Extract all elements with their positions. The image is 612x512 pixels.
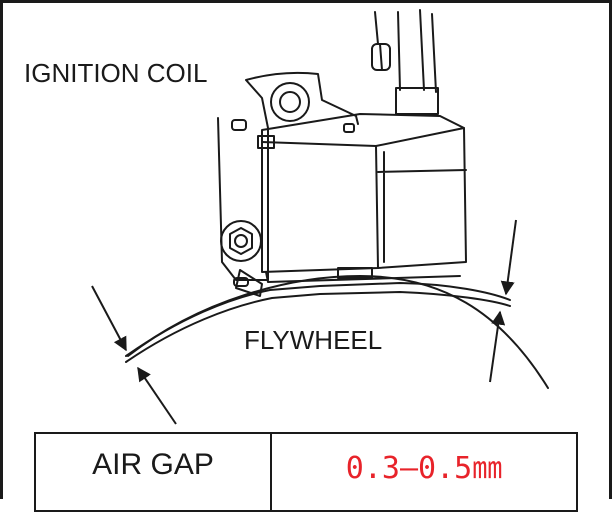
lower-bolt-center — [234, 234, 248, 248]
flywheel-label: FLYWHEEL — [244, 325, 383, 355]
air-gap-spec-table: AIR GAP 0.3—0.5㎜ — [34, 432, 578, 512]
air-gap-name-cell: AIR GAP — [36, 434, 272, 510]
coil-top-edge — [375, 127, 465, 147]
coil-wire-4 — [431, 13, 437, 93]
upper-bolt-head — [279, 91, 301, 113]
gap-arrow-left-top — [91, 285, 127, 352]
bracket-slot-1 — [231, 119, 247, 131]
coil-side-detail — [377, 151, 467, 263]
coil-wire-3 — [419, 9, 425, 91]
coil-front-face — [261, 141, 379, 269]
coil-tab — [257, 135, 275, 149]
upper-bolt — [270, 82, 310, 122]
coil-lower-edge — [265, 271, 461, 283]
mounting-bracket — [217, 71, 359, 281]
coil-foot — [337, 267, 373, 279]
ignition-coil-diagram — [0, 0, 612, 499]
bracket-slot-2 — [233, 277, 249, 287]
coil-body — [261, 113, 467, 273]
coil-wire-2 — [397, 11, 401, 91]
figure-frame — [0, 0, 612, 499]
lower-bolt-hex — [229, 227, 253, 255]
coil-terminal — [343, 123, 355, 133]
gap-arrow-left-bottom — [137, 366, 177, 425]
coil-wire-1 — [374, 11, 383, 71]
flywheel-magnet — [125, 282, 511, 357]
coil-core-edge — [125, 291, 511, 363]
gap-arrow-right-bottom — [489, 310, 506, 383]
ignition-coil-label: IGNITION COIL — [24, 58, 208, 88]
air-gap-value-cell: 0.3—0.5㎜ — [345, 451, 503, 486]
bracket-flange — [235, 269, 263, 297]
wire-connector — [371, 43, 391, 71]
wire-boot — [395, 87, 439, 115]
gap-arrow-right-top — [500, 219, 517, 296]
